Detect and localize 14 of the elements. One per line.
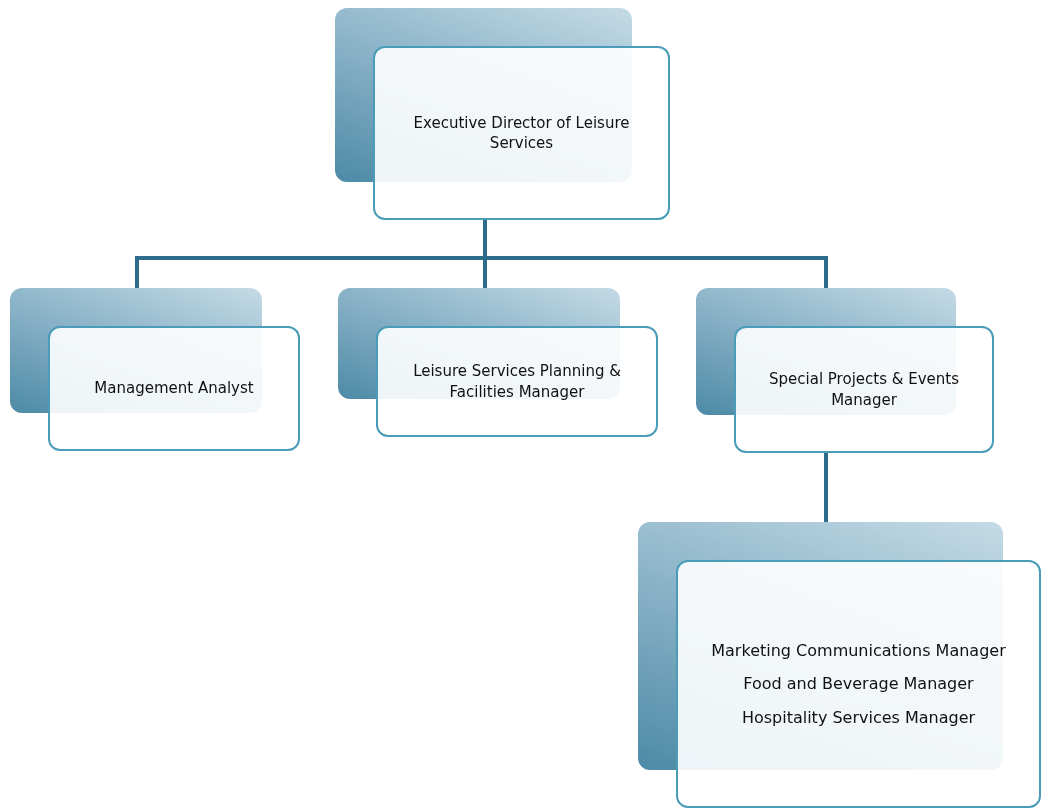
position-title: Management Analyst [94,378,254,399]
position-box [696,288,994,453]
position-box [638,522,1041,808]
position-box [10,288,300,451]
position-title: Executive Director of Leisure Services [412,112,631,154]
position-title: Leisure Services Planning & Facilities Manager [412,361,622,402]
connector-line [824,453,828,522]
position-box [338,288,658,437]
connector-line [483,220,828,288]
position-box [335,8,670,220]
position-title: Food and Beverage Manager [743,673,974,695]
position-title: Special Projects & Events Manager [768,369,960,410]
position-title: Marketing Communications Manager [711,639,1006,662]
position-title: Hospitality Services Manager [741,706,976,729]
